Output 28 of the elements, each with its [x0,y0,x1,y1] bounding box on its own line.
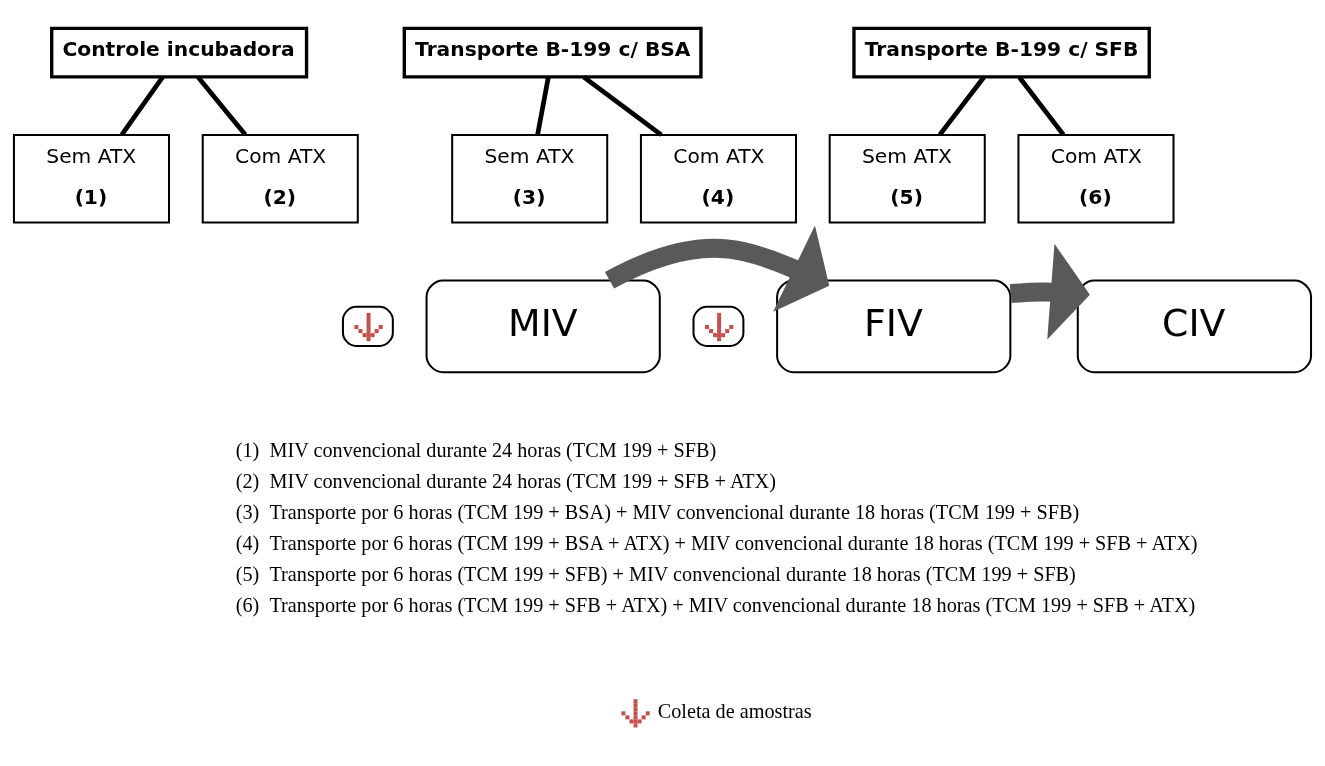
node-box [341,305,394,347]
connector [535,76,551,136]
label: (1) MIV convencional durante 24 horas (TCM 199 + SFB) [235,439,717,462]
label: (4) Transporte por 6 horas (TCM 199 + BSA + ATX) + MIV convencional durante 18 horas (TCM 199 + SFB + ATX) [235,532,1198,555]
node-box: Sem ATX (3) [451,133,609,224]
connector [1017,75,1066,137]
arrow [1009,243,1090,340]
label: (2) MIV convencional durante 24 horas (TCM 199 + SFB + ATX) [235,470,776,493]
node-box [692,305,745,347]
node-box: Transporte B-199 c/ SFB [852,26,1151,79]
label: (5) Transporte por 6 horas (TCM 199 + SFB) + MIV convencional durante 18 horas (TCM 199 + SFB) [235,563,1076,586]
node-box: MIV [425,279,661,374]
node-box: CIV [1076,279,1313,374]
node-box: Com ATX (6) [1017,133,1175,224]
connector [119,75,165,137]
legend-label: Coleta de amostras [657,700,812,723]
node-box: Sem ATX (5) [828,133,986,224]
node-box: Transporte B-199 c/ BSA [402,26,703,79]
node-box: Sem ATX (1) [12,133,171,224]
label: (3) Transporte por 6 horas (TCM 199 + BSA) + MIV convencional durante 18 horas (TCM 199 + SFB) [235,501,1080,524]
node-box: Com ATX (4) [639,133,797,224]
node-box: Com ATX (2) [201,133,359,224]
connector [937,75,986,137]
node-box: Controle incubadora [50,26,309,79]
label: (6) Transporte por 6 horas (TCM 199 + SFB + ATX) + MIV convencional durante 18 horas (TCM 199 + SFB + ATX) [235,594,1196,617]
connector [582,75,663,137]
node-box: FIV [776,279,1012,374]
connector [196,75,248,137]
